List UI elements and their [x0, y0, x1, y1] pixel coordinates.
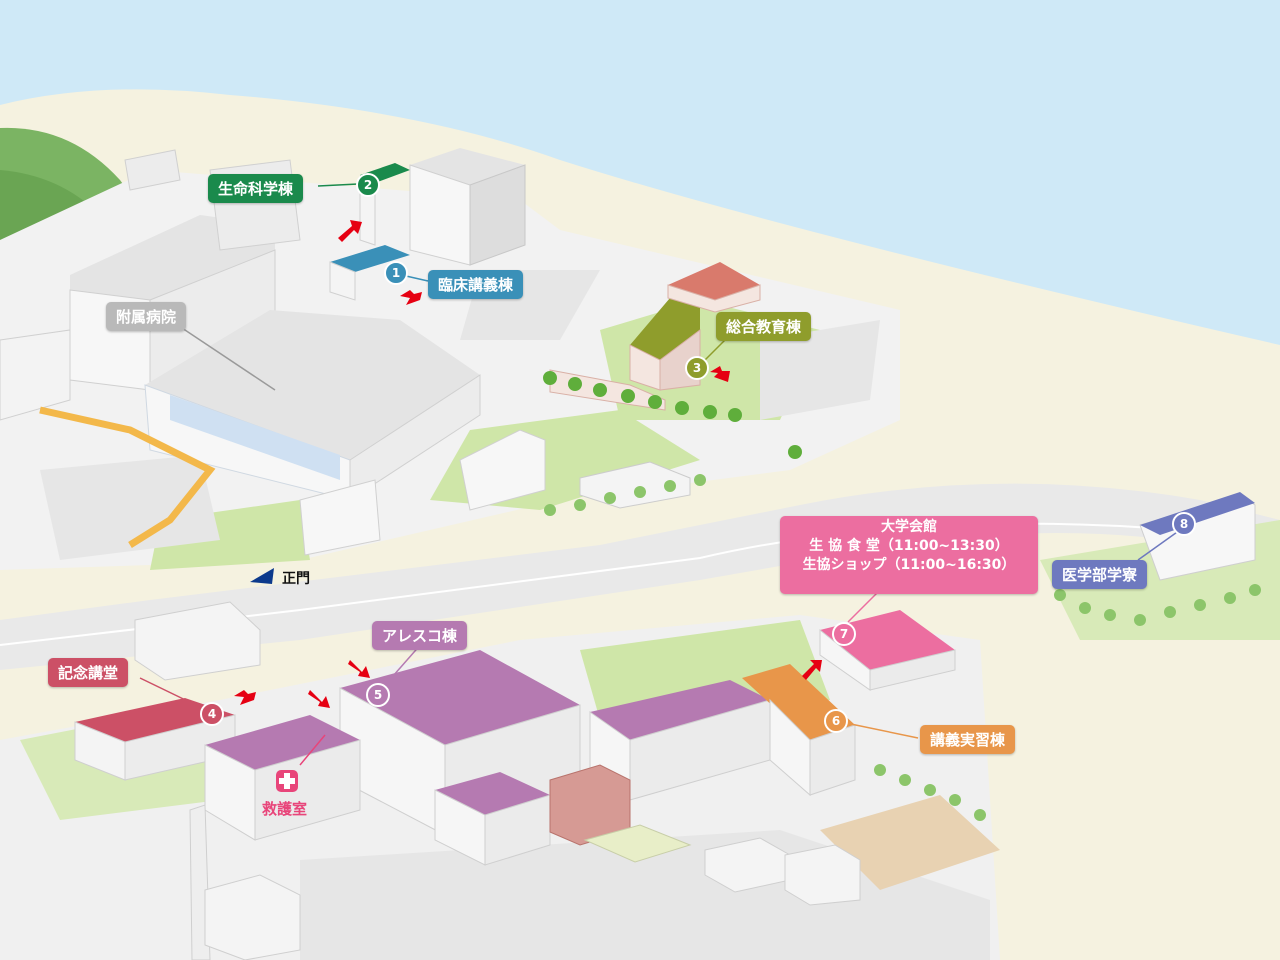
leader-memorial [139, 677, 203, 709]
label-first-aid-room[interactable]: 救護室 [262, 800, 308, 818]
parking-lot-east [760, 320, 880, 420]
label-life-science-building[interactable]: 生命科学棟 [208, 174, 304, 203]
badge-clinical-lecture-building: 1 [384, 261, 408, 285]
aresco-left-wing-side [254, 739, 361, 841]
aresco-roof-main [340, 650, 580, 745]
university-hall-roof [820, 610, 955, 670]
canopy [583, 824, 692, 863]
label-clinical-lecture-building[interactable]: 臨床講義棟 [428, 270, 524, 299]
arrow-aresco-2 [308, 690, 330, 708]
label-lecture-practice-building[interactable]: 講義実習棟 [920, 725, 1016, 754]
small-building-lower-2 [784, 844, 861, 906]
clinical-lecture-roof [330, 245, 410, 272]
badge-life-science-building: 2 [356, 173, 380, 197]
tower-top [410, 148, 525, 185]
hospital-annex [299, 479, 381, 556]
badge-lecture-practice-building: 6 [824, 709, 848, 733]
tennis-court [820, 795, 1000, 890]
arrow-kaikan [802, 660, 822, 680]
badge-dormitory: 8 [1172, 512, 1196, 536]
label-main-gate[interactable]: 正門 [282, 571, 310, 587]
aresco-roof-left [205, 715, 360, 770]
dormitory-roof [1140, 492, 1255, 535]
memorial-hall-roof [75, 698, 235, 742]
badge-memorial-hall: 4 [200, 702, 224, 726]
tower-side [469, 164, 526, 266]
aresco-south-side [484, 794, 551, 866]
hospital-annex-2 [459, 429, 546, 511]
label-university-hall[interactable]: 大学会館 生 協 食 堂（11:00~13:30） 生協ショップ（11:00~1… [780, 516, 1038, 594]
badge-aresco-building: 5 [366, 683, 390, 707]
main-gate-marker [250, 568, 274, 584]
university-hall-side [869, 649, 956, 691]
gym-roof [668, 262, 760, 300]
hospital-main-top [145, 310, 480, 460]
coop-cafeteria-hours: 生 協 食 堂（11:00~13:30） [809, 538, 1009, 554]
badge-general-education-building: 3 [685, 356, 709, 380]
hospital-windows [170, 395, 340, 480]
leader-life-science [317, 183, 359, 187]
upper-left-buildings [124, 149, 181, 191]
palm-trees [543, 371, 802, 459]
clinical-lecture-building [329, 261, 356, 301]
label-aresco-building[interactable]: アレスコ棟 [372, 621, 468, 650]
aresco-roof-east [590, 680, 770, 740]
red-cross-icon [276, 770, 298, 792]
left-wing-buildings [0, 329, 71, 421]
label-memorial-hall[interactable]: 記念講堂 [48, 658, 129, 687]
leader-clinical [405, 275, 429, 282]
gym-building [667, 284, 761, 313]
shrubs [544, 474, 1261, 821]
leader-lecture-practice [845, 722, 919, 739]
arrow-aresco [348, 660, 370, 678]
orange-walkway [39, 406, 216, 548]
leader-first-aid [299, 734, 326, 766]
arrow-life-science [338, 220, 362, 242]
leader-hospital [169, 319, 276, 391]
arrow-general-edu [710, 366, 730, 382]
leader-kaikan [847, 591, 879, 623]
label-general-education-building[interactable]: 総合教育棟 [716, 312, 812, 341]
arrow-clinical [400, 290, 422, 305]
arrow-memorial [234, 690, 256, 705]
general-edu-top [630, 295, 700, 360]
university-hall-title: 大学会館 [881, 519, 937, 535]
label-hospital[interactable]: 附属病院 [106, 302, 187, 331]
parking-building [134, 601, 261, 681]
lower-left-building [204, 874, 301, 960]
badge-university-hall: 7 [832, 622, 856, 646]
label-dormitory[interactable]: 医学部学寮 [1052, 560, 1148, 589]
coop-shop-hours: 生協ショップ（11:00~16:30） [802, 557, 1016, 573]
parking-lot-hospital [40, 455, 220, 560]
leader-dormitory [1137, 529, 1181, 561]
